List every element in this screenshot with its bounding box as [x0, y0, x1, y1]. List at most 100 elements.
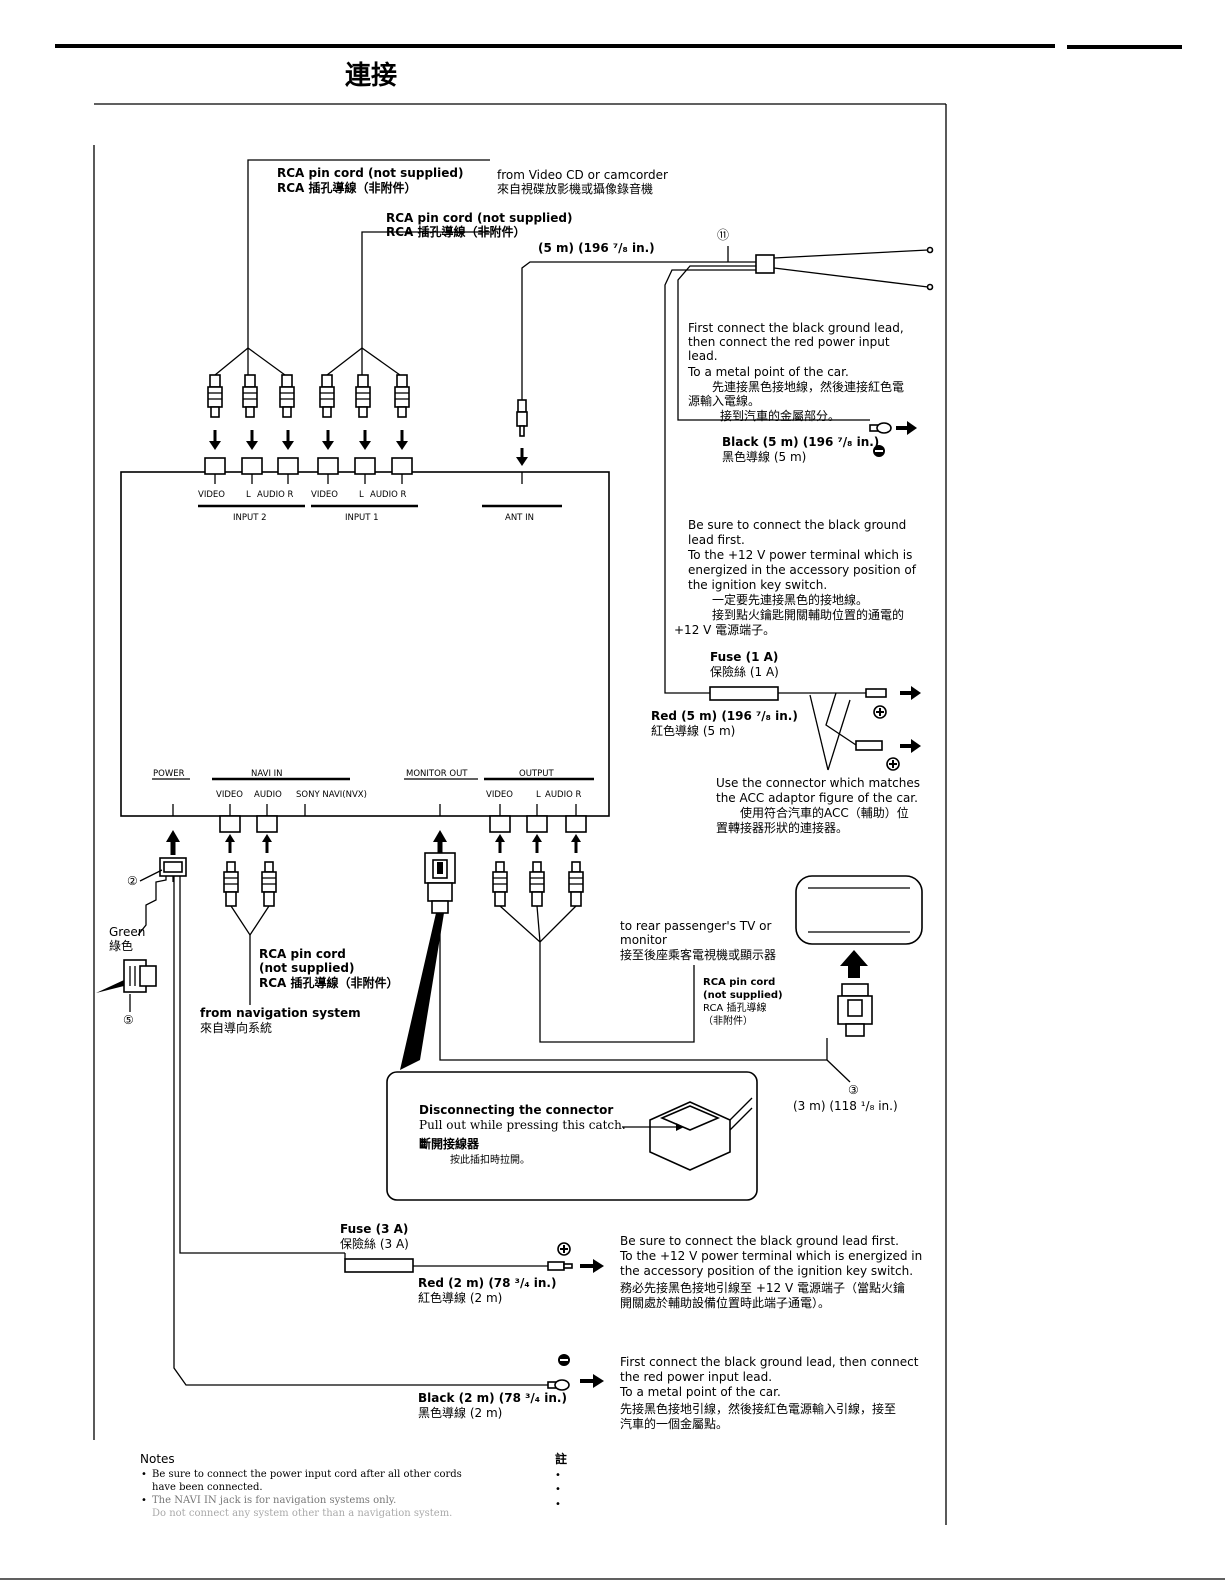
port-input2-l: [241, 457, 263, 475]
ground2-l3: To a metal point of the car.: [619, 1385, 781, 1399]
monitor-connector: [400, 852, 828, 1070]
port-out-video: [489, 815, 511, 833]
acc-l2: the ACC adaptor figure of the car.: [716, 791, 918, 805]
fuse3-zh: 保險絲 (3 A): [340, 1236, 409, 1251]
arrows-input: [209, 430, 528, 466]
black5-zh: 黑色導線 (5 m): [722, 449, 806, 464]
output-group-label: OUTPUT: [519, 769, 554, 779]
notes-item-4: Do not connect any system other than a n…: [152, 1508, 452, 1519]
notes-zh-bullet-2: •: [555, 1484, 561, 1495]
arrow-acc2: [900, 739, 921, 753]
callout-2: ②: [127, 874, 138, 888]
power12b-l4: 務必先接黑色接地引線至 +12 V 電源端子（當點火鑰: [620, 1280, 905, 1295]
minus-sign-2: [558, 1354, 570, 1366]
output-video-label: VIDEO: [486, 790, 513, 800]
port-input2-r: [277, 457, 299, 475]
notes-bullet-1: •: [141, 1469, 147, 1480]
green-en: Green: [109, 925, 145, 939]
power12-l6: 一定要先連接黑色的接地線。: [712, 592, 868, 607]
disconnect-body-zh: 按此插扣時拉開。: [450, 1153, 530, 1166]
port-input2-video: [204, 457, 226, 475]
len-5m-label: (5 m) (196 ⁷/₈ in.): [538, 241, 655, 255]
rca-top-en: RCA pin cord (not supplied): [277, 166, 463, 180]
power12b-l5: 開關處於輔助設備位置時此端子通電）。: [620, 1295, 830, 1310]
power12-l3: To the +12 V power terminal which is: [687, 548, 912, 562]
arrow-ground1: [896, 421, 917, 435]
input1-l-label: L: [359, 490, 364, 500]
plus-sign-3: [557, 1242, 571, 1256]
red5-zh: 紅色導線 (5 m): [651, 723, 735, 738]
callout-5: ⑤: [123, 1013, 134, 1027]
rca-plugs-nav: [223, 861, 277, 1005]
plus-sign-2: [886, 757, 900, 771]
acc-l1: Use the connector which matches: [716, 776, 920, 790]
black5-en: Black (5 m) (196 ⁷/₈ in.): [722, 435, 879, 449]
navi-sony-label: SONY NAVI(NVX): [296, 790, 367, 800]
notes-item-2: have been connected.: [152, 1482, 263, 1493]
fuse1-en: Fuse (1 A): [710, 650, 778, 664]
disconnect-title: Disconnecting the connector: [419, 1103, 613, 1117]
port-input1-video: [317, 457, 339, 475]
acc-harness: [778, 688, 887, 771]
rca-out-l4: （非附件）: [703, 1014, 753, 1027]
output-l-label: L: [536, 790, 541, 800]
from-vcd-zh: 來自視碟放影機或攝像錄音機: [497, 181, 653, 196]
ground1-l5: 先連接黑色接地線，然後連接紅色電: [712, 379, 904, 394]
disconnect-box: [386, 1071, 758, 1201]
rear-tv-l2: monitor: [620, 933, 667, 947]
rear-tv-l3: 接至後座乘客電視機或顯示器: [620, 947, 776, 962]
power12-l1: Be sure to connect the black ground: [688, 518, 906, 532]
fuse3-en: Fuse (3 A): [340, 1222, 408, 1236]
input2-group-label: INPUT 2: [233, 513, 267, 523]
red2-en: Red (2 m) (78 ³/₄ in.): [418, 1276, 556, 1290]
from-nav-en: from navigation system: [200, 1006, 361, 1020]
len-3m-label: (3 m) (118 ¹/₈ in.): [793, 1099, 898, 1113]
input2-audior-label: AUDIO R: [257, 490, 293, 500]
port-navi-video: [219, 815, 241, 833]
port-input1-l: [354, 457, 376, 475]
power-label: POWER: [153, 769, 185, 779]
callout-11: ⑪: [717, 228, 729, 242]
fuse1-zh: 保險絲 (1 A): [710, 664, 779, 679]
ground2-l4: 先接黑色接地引線，然後接紅色電源輸入引線，接至: [620, 1401, 896, 1416]
power12b-l1: Be sure to connect the black ground lead…: [620, 1234, 899, 1248]
rca-top-zh: RCA 插孔導線（非附件）: [277, 180, 417, 195]
navi-video-label: VIDEO: [216, 790, 243, 800]
output-ports: [172, 804, 587, 833]
connector-illustration: [622, 1097, 753, 1171]
acc-l4: 置轉接器形狀的連接器。: [716, 820, 848, 835]
power12-l7: 接到點火鑰匙開關輔助位置的通電的: [712, 607, 904, 622]
acc-l3: 使用符合汽車的ACC（輔助）位: [740, 805, 909, 820]
green-connector: [123, 959, 157, 993]
ground2-l5: 汽車的一個金屬點。: [620, 1416, 728, 1431]
port-navi-audio: [256, 815, 278, 833]
from-nav-zh: 來自導向系統: [200, 1020, 272, 1035]
ground1-l6: 源輸入電線。: [688, 393, 760, 408]
power12-l5: the ignition key switch.: [688, 578, 827, 592]
notes-zh-bullet-3: •: [555, 1499, 561, 1510]
monitor-out-label: MONITOR OUT: [406, 769, 468, 779]
port-out-l: [526, 815, 548, 833]
ring-terminal-1: [869, 422, 892, 434]
red2-zh: 紅色導線 (2 m): [418, 1290, 502, 1305]
male-terminal-red2: [547, 1261, 573, 1271]
arrows-output: [166, 830, 581, 855]
ground1-l3: lead.: [688, 349, 718, 363]
rca-plugs-out: [492, 861, 695, 1043]
notes-zh-bullet-1: •: [555, 1470, 561, 1481]
green-zh: 綠色: [109, 939, 133, 953]
rca-nav-l3: RCA 插孔導線（非附件）: [259, 975, 399, 990]
power12-l2: lead first.: [688, 533, 745, 547]
power12-l4: energized in the accessory position of: [688, 563, 917, 577]
power12-l8: +12 V 電源端子。: [674, 623, 775, 637]
navi-group-label: NAVI IN: [251, 769, 283, 779]
rca-out-l3: RCA 插孔導線: [703, 1001, 766, 1014]
disconnect-title-zh: 斷開接線器: [419, 1136, 480, 1151]
notes-item-1: Be sure to connect the power input cord …: [152, 1469, 462, 1480]
arrow-red2: [580, 1259, 604, 1273]
rear-monitor: [795, 875, 923, 1037]
antenna-harness: [516, 246, 934, 694]
plus-sign-1: [873, 705, 887, 719]
rca-cords-input: [214, 159, 490, 376]
